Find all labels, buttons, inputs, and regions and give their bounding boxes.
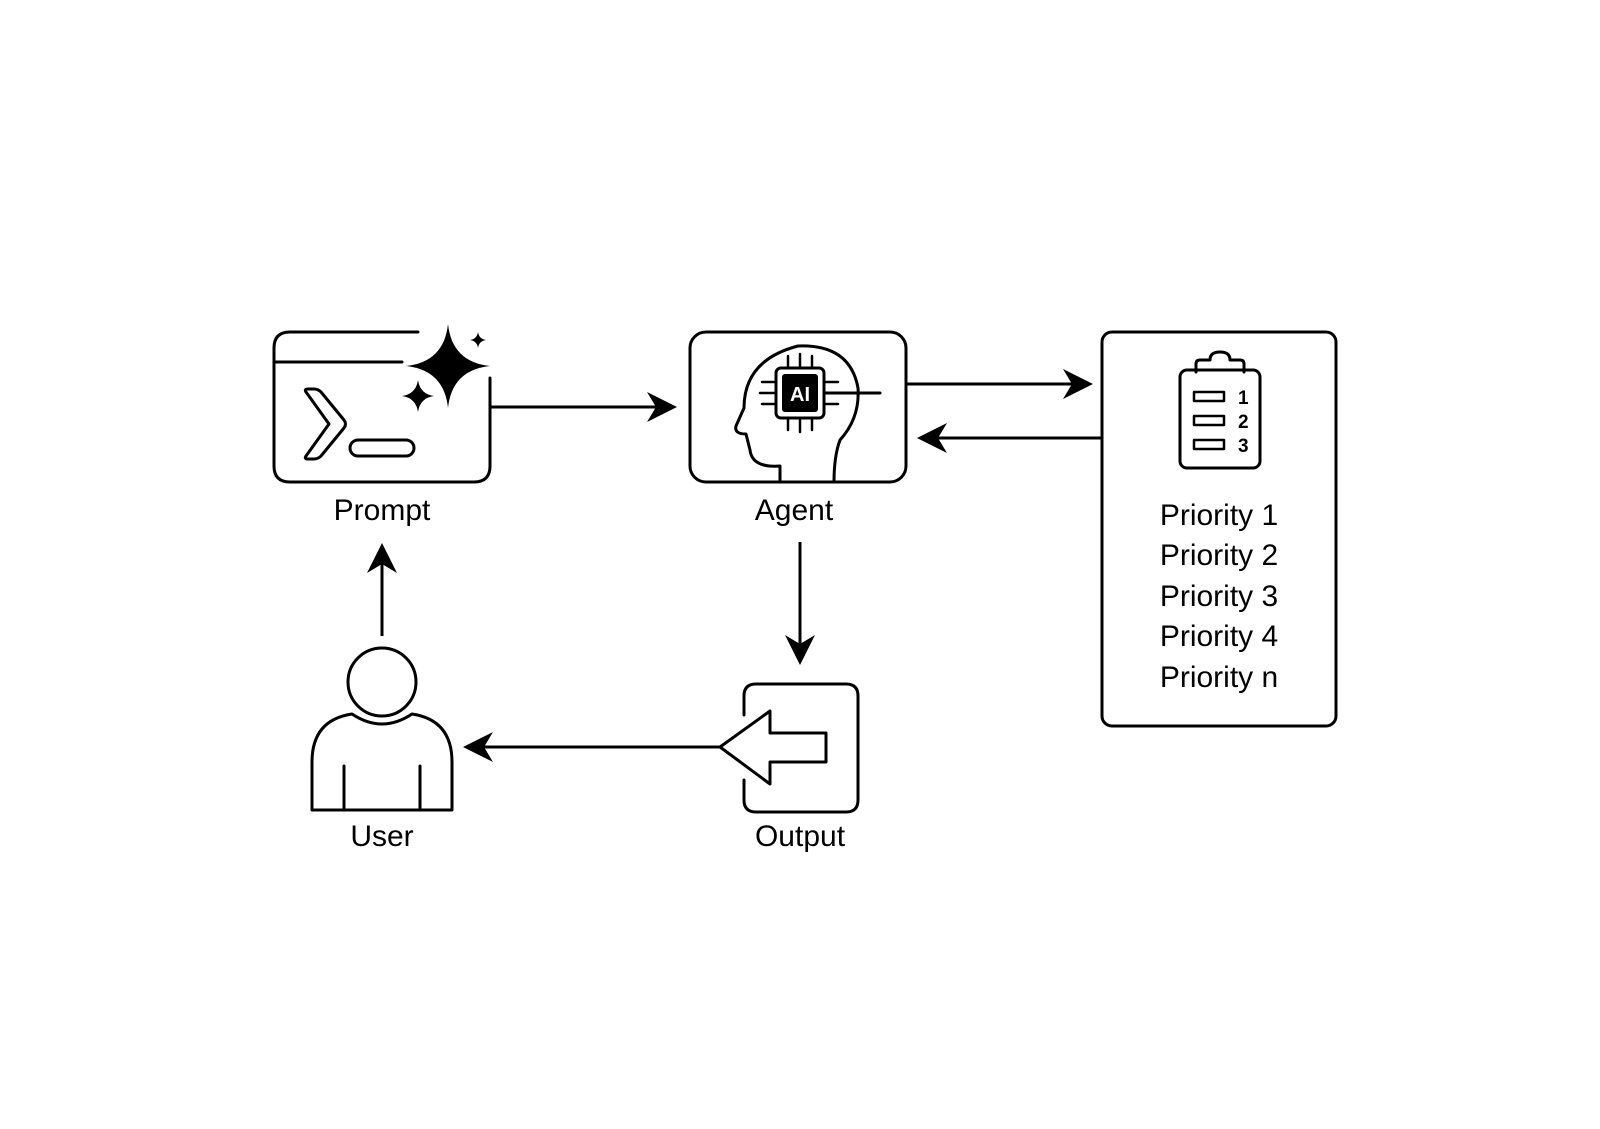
clipboard-number-3: 3 — [1238, 436, 1249, 457]
output-label: Output — [755, 820, 846, 853]
numbered-clipboard-icon: 1 2 3 — [1178, 350, 1262, 470]
priority-list: Priority 1 Priority 2 Priority 3 Priorit… — [1160, 499, 1278, 694]
priorities-node: 1 2 3 Priority 1 Priority 2 Priority 3 P… — [1100, 330, 1338, 728]
priority-item: Priority 1 — [1160, 499, 1278, 532]
ai-chip-text: AI — [790, 384, 810, 406]
priority-item: Priority 3 — [1160, 580, 1278, 613]
clipboard-number-2: 2 — [1238, 412, 1249, 433]
user-icon — [310, 646, 454, 812]
user-label: User — [350, 820, 413, 853]
agent-node: AI Agent — [688, 330, 908, 527]
user-node: User — [310, 646, 454, 853]
priority-item: Priority 2 — [1160, 539, 1278, 572]
terminal-sparkle-icon — [272, 324, 492, 484]
output-arrow-icon — [718, 682, 860, 814]
ai-head-chip-icon: AI — [688, 330, 908, 484]
clipboard-number-1: 1 — [1238, 388, 1249, 409]
edges — [367, 369, 1102, 762]
prompt-label: Prompt — [334, 494, 431, 527]
prompt-node: Prompt — [272, 324, 492, 527]
priority-item: Priority n — [1160, 661, 1278, 694]
priority-item: Priority 4 — [1160, 620, 1278, 653]
agent-label: Agent — [755, 494, 834, 527]
output-node: Output — [718, 682, 860, 853]
